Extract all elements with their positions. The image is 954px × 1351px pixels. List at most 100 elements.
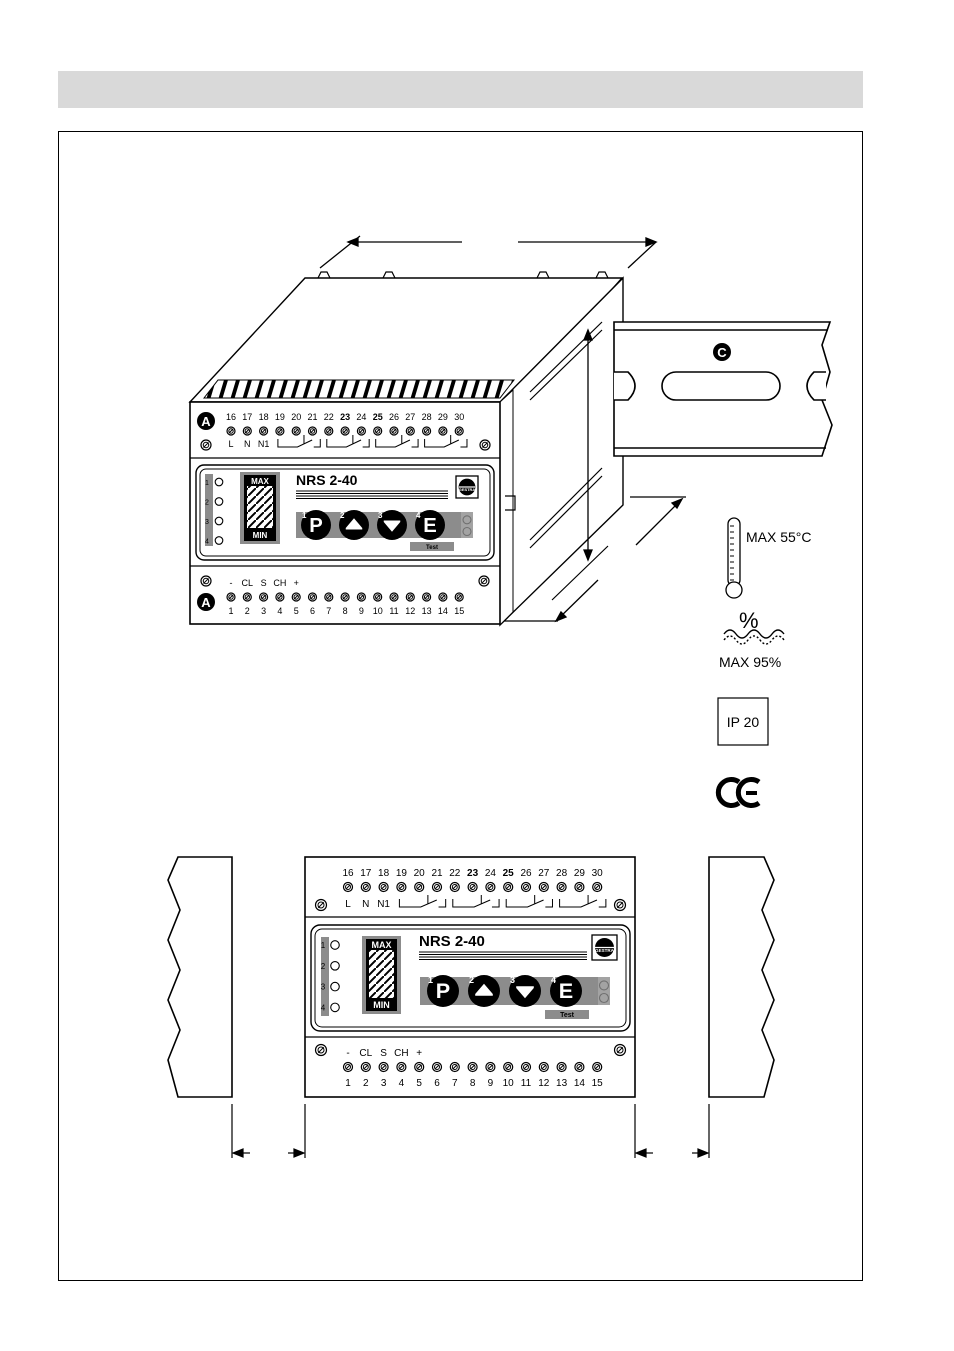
led-number: 4	[205, 539, 209, 546]
status-led	[214, 477, 224, 487]
terminal-number: 27	[538, 868, 550, 879]
relay-contact-symbol	[424, 435, 468, 448]
terminal-screw	[574, 881, 585, 893]
signal-label: N1	[258, 439, 270, 449]
terminal-screw	[449, 881, 460, 893]
relay-contact-symbol	[375, 435, 419, 448]
terminal-number: 11	[389, 606, 398, 616]
terminal-number: 14	[574, 1078, 586, 1089]
key-number: 3	[510, 975, 515, 985]
terminal-screw	[414, 1061, 425, 1073]
signal-label: CH	[273, 578, 286, 588]
terminal-screw	[467, 881, 478, 893]
terminal-number: 7	[452, 1078, 458, 1089]
key-1-button	[427, 975, 459, 1007]
spacing-dimension	[231, 1104, 710, 1158]
terminal-screw	[538, 1061, 549, 1073]
arrow-up-icon	[345, 518, 363, 530]
terminal-screw	[592, 881, 603, 893]
terminal-number: 25	[503, 868, 515, 879]
terminal-number: 10	[503, 1078, 515, 1089]
led-number: 3	[205, 519, 209, 526]
temperature-label: MAX 55°C	[746, 529, 812, 545]
width-dimension	[319, 235, 658, 269]
terminal-number: 3	[381, 1078, 387, 1089]
signal-label: N1	[377, 899, 390, 910]
terminal-screw	[275, 426, 285, 436]
key-4-button	[550, 975, 582, 1007]
fixing-screw	[200, 439, 212, 451]
terminal-screw	[356, 426, 366, 436]
terminal-number: 28	[422, 412, 432, 422]
terminal-number: 17	[242, 412, 252, 422]
signal-label: +	[416, 1048, 422, 1059]
terminal-number: 19	[396, 868, 408, 879]
terminal-screw	[373, 592, 383, 602]
terminal-number: 5	[294, 606, 299, 616]
key-glyph: E	[423, 515, 437, 537]
terminal-screw	[485, 881, 496, 893]
terminal-screw	[574, 1061, 585, 1073]
signal-label: -	[346, 1048, 349, 1059]
terminal-screw	[324, 426, 334, 436]
ip-rating-label: IP 20	[727, 714, 760, 730]
status-led	[330, 940, 340, 950]
terminal-number: 23	[467, 868, 479, 879]
terminal-screw	[592, 1061, 603, 1073]
key-glyph: E	[559, 978, 573, 1003]
terminal-screw	[538, 881, 549, 893]
fixing-screw	[613, 1043, 627, 1057]
model-name: NRS 2-40	[296, 472, 358, 488]
header-bar	[58, 71, 863, 108]
relay-contact-symbol	[398, 895, 447, 908]
terminal-screw	[373, 426, 383, 436]
terminal-number: 16	[226, 412, 236, 422]
terminal-number: 20	[414, 868, 426, 879]
arrow-down-icon	[516, 986, 534, 999]
terminal-number: 29	[438, 412, 448, 422]
terminal-screw	[307, 592, 318, 602]
terminal-number: 26	[520, 868, 532, 879]
terminal-screw	[454, 592, 464, 602]
led-strip-small	[459, 512, 473, 538]
terminal-screw	[342, 881, 354, 893]
terminal-number: 20	[291, 412, 301, 422]
level-bar-hatch	[247, 486, 273, 528]
terminal-number: 18	[378, 868, 390, 879]
terminal-screw	[405, 426, 415, 436]
fixing-screw	[200, 575, 212, 587]
terminal-number: 22	[324, 412, 334, 422]
terminal-number: 10	[373, 606, 383, 616]
terminal-number: 5	[416, 1078, 422, 1089]
terminal-screw	[242, 592, 252, 602]
led-number: 1	[205, 480, 209, 487]
signal-label: S	[261, 578, 267, 588]
bar-max-label: MAX	[372, 940, 392, 950]
terminal-screw	[520, 881, 532, 893]
test-label-box	[410, 542, 454, 551]
brand-logo-text: GESTRA	[595, 948, 615, 953]
relay-contact-symbol	[326, 435, 370, 448]
arrow-down-icon	[383, 520, 401, 532]
key-number: 4	[416, 511, 421, 520]
status-led	[214, 497, 224, 506]
relay-contact-symbol	[277, 435, 321, 448]
terminal-screw	[556, 881, 567, 893]
terminal-number: 9	[359, 606, 364, 616]
humidity-symbol: %	[739, 608, 759, 633]
status-led	[330, 960, 340, 971]
bar-min-label: MIN	[253, 531, 268, 540]
ce-mark-icon	[715, 777, 761, 808]
terminal-number: 13	[422, 606, 432, 616]
key-glyph: P	[436, 978, 450, 1003]
terminal-screw	[405, 592, 415, 602]
terminal-number: 22	[449, 868, 461, 879]
led-strip	[205, 474, 213, 546]
terminal-screw	[467, 1061, 478, 1073]
terminal-screw	[242, 426, 252, 436]
terminal-screw	[414, 881, 425, 893]
led-strip-small	[596, 977, 610, 1005]
marker-label: C	[717, 345, 727, 360]
led-number: 2	[205, 500, 209, 507]
